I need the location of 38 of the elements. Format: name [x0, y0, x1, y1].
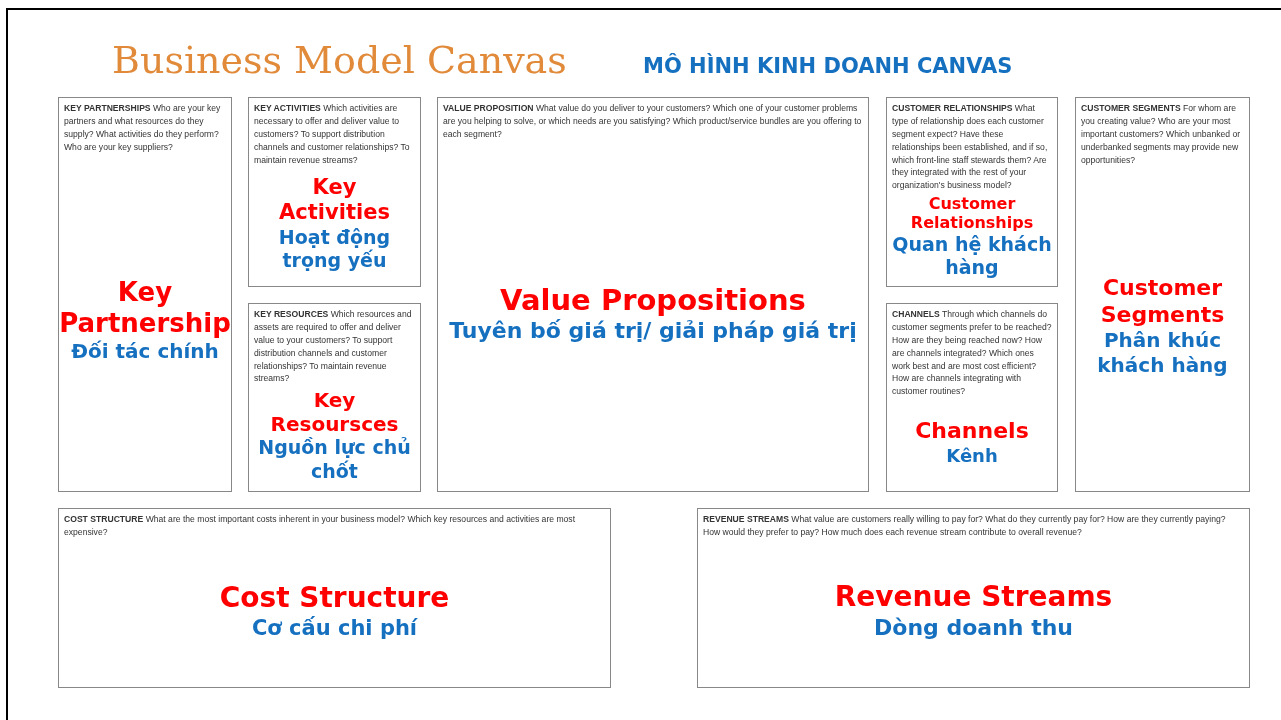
section-title: Key Partnership [59, 276, 231, 339]
question-text: KEY PARTNERSHIPS Who are your key partners and what resources do they supply? What activities do they perform? Who are your key suppliers? [64, 102, 222, 154]
section-title: Cost Structure [219, 580, 450, 615]
question-text: CHANNELS Through which channels do customer segments prefer to be reached? How are they being reached now? How are channels integrated? Which ones work best and are most cost efficient? How are channels integrating with customer routines? [892, 308, 1052, 399]
section-title: Customer Segments [1099, 275, 1226, 329]
vietnamese-title: Phân khúc khách hàng [1096, 328, 1229, 379]
question-text: CUSTOMER RELATIONSHIPS What type of relationship does each customer segment expect? Have these relationships been established, and if so, which front-line staff stewards them? Are they integrated with the rest of your organization's business model? [892, 102, 1049, 193]
canvas-section [248, 97, 421, 287]
question-text: KEY RESOURCES Which resources and assets are required to offer and deliver value to your customers? To support distribution channels and customer relationships? To maintain revenue streams? [254, 308, 413, 386]
canvas-section [437, 97, 869, 492]
vietnamese-title: Tuyên bố giá trị/ giải pháp giá trị [449, 317, 857, 345]
question-text: COST STRUCTURE What are the most important costs inherent in your business model? Which key resources and activities are most expensive? [64, 513, 577, 539]
title-text: Business Model Canvas [112, 38, 567, 82]
vietnamese-title: Hoạt động trọng yếu [277, 225, 392, 274]
canvas-section [58, 508, 611, 688]
canvas-section [697, 508, 1250, 688]
vietnamese-title: Dòng doanh thu [874, 613, 1073, 642]
vietnamese-title: Nguồn lực chủ chốt [257, 436, 412, 484]
subtitle-text: MÔ HÌNH KINH DOANH CANVAS [643, 54, 1013, 78]
canvas-section [58, 97, 232, 492]
vietnamese-title: Quan hệ khách hàng [892, 232, 1052, 281]
section-title: Key Activities [278, 175, 391, 226]
question-text: REVENUE STREAMS What value are customers really willing to pay for? What do they currently pay for? How are they currently paying? How would they prefer to pay? How much does each revenue stream contribute to overall revenue? [703, 513, 1227, 539]
section-title: Revenue Streams [834, 580, 1113, 614]
question-text: VALUE PROPOSITION What value do you deliver to your customers? Which one of your customer problems are you helping to solve, or which needs are you satisfying? Which product/service bundles are you offering to each segment? [443, 102, 863, 141]
canvas-section [248, 303, 421, 492]
canvas-section [886, 97, 1058, 287]
vietnamese-title: Kênh [946, 444, 998, 468]
canvas-section [1075, 97, 1250, 492]
vietnamese-title: Cơ cấu chi phí [251, 614, 418, 641]
section-title: Customer Relationships [909, 194, 1035, 233]
section-title: Value Propositions [500, 282, 806, 318]
section-title: Channels [915, 418, 1029, 445]
section-title: Key Resoursces [269, 388, 400, 437]
vietnamese-title: Đối tác chính [71, 338, 219, 364]
question-text: KEY ACTIVITIES Which activities are necessary to offer and deliver value to customers? To support distribution channels and customer relationships? To maintain revenue streams? [254, 102, 411, 167]
canvas-section [886, 303, 1058, 492]
question-text: CUSTOMER SEGMENTS For whom are you creating value? Who are your most important customers? Which unbanked or underbanked segments may provide new opportunities? [1081, 102, 1242, 167]
